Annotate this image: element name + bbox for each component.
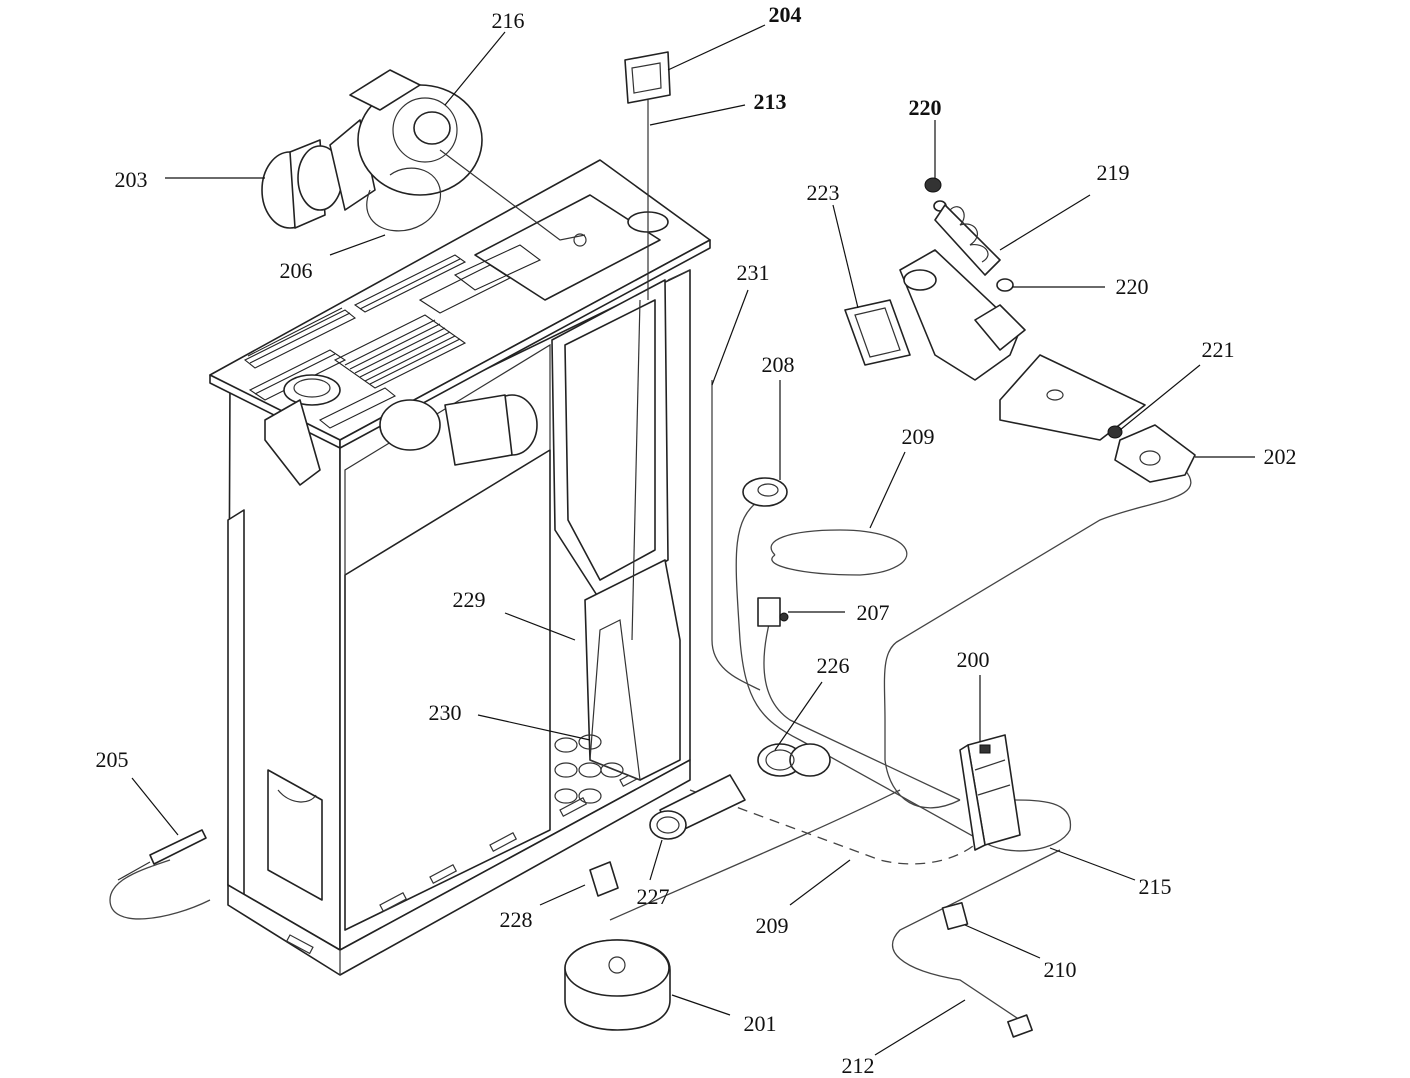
- room-fan: [564, 939, 671, 1031]
- temperature-probe: [117, 829, 207, 881]
- leader-lines: [131, 24, 1255, 1056]
- part-label-231: 231: [736, 260, 770, 285]
- power-plug: [1007, 1014, 1033, 1038]
- part-label-204: 204: [768, 2, 802, 27]
- part-label-207: 207: [856, 600, 890, 625]
- power-switch: [941, 901, 969, 931]
- transformer: [589, 861, 619, 897]
- part-label-213: 213: [753, 89, 787, 114]
- part-label-223: 223: [806, 180, 840, 205]
- part-label-212: 212: [841, 1053, 875, 1078]
- part-label-229: 229: [452, 587, 486, 612]
- part-label-215: 215: [1138, 874, 1172, 899]
- top-grille-b: [248, 314, 467, 429]
- part-label-219: 219: [1096, 160, 1130, 185]
- part-label-200: 200: [956, 647, 990, 672]
- part-label-216: 216: [491, 8, 525, 33]
- part-label-228: 228: [499, 907, 533, 932]
- part-label-210: 210: [1043, 957, 1077, 982]
- gearmotor: [1114, 424, 1196, 483]
- part-label-220-upper: 220: [908, 95, 942, 120]
- pressure-switch: [742, 477, 788, 507]
- control-board: [959, 734, 1021, 851]
- part-label-205: 205: [95, 747, 129, 772]
- part-label-220-lower: 220: [1115, 274, 1149, 299]
- feed-auger: [924, 177, 1014, 292]
- outlet-elbow: [757, 743, 831, 777]
- safety-thermostat: [757, 597, 789, 627]
- part-label-209-upper: 209: [901, 424, 935, 449]
- burn-pot-plate: [999, 354, 1146, 441]
- part-label-230: 230: [428, 700, 462, 725]
- part-label-209-lower: 209: [755, 913, 789, 938]
- combustion-blower: [261, 69, 586, 241]
- part-label-208: 208: [761, 352, 795, 377]
- air-inlet-pipe: [649, 774, 746, 840]
- hopper-chute: [844, 249, 1026, 381]
- base-holes: [554, 734, 624, 804]
- part-label-221: 221: [1201, 337, 1235, 362]
- part-label-203: 203: [114, 167, 148, 192]
- part-label-206: 206: [279, 258, 313, 283]
- part-label-227: 227: [636, 884, 670, 909]
- inspection-cover: [624, 51, 671, 641]
- top-grille-a: [243, 244, 542, 369]
- part-label-202: 202: [1263, 444, 1297, 469]
- part-label-226: 226: [816, 653, 850, 678]
- stove-body: [209, 159, 711, 976]
- part-label-201: 201: [743, 1011, 777, 1036]
